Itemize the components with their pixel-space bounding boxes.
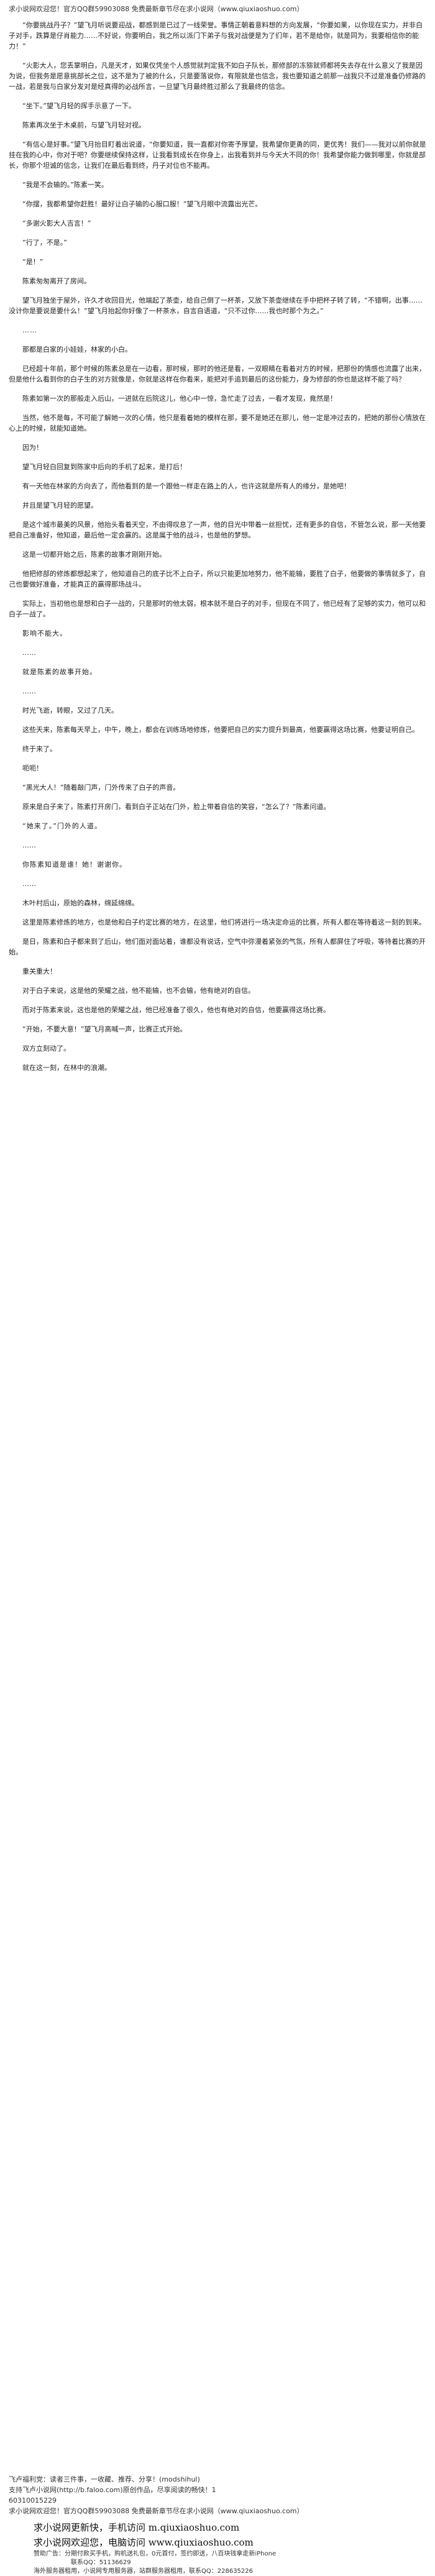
paragraph: 双方立刻动了。 [22, 1044, 70, 1053]
paragraph: 是日，陈素和白子都来到了后山，他们面对面站着，谁都没有说话，空气中弥漫着紧张的气… [9, 938, 426, 956]
paragraph: 木叶村后山，原始的森林，绵延绵绵。 [22, 899, 139, 907]
paragraph: 那都是白家的小娃娃，林家的小白。 [22, 345, 132, 354]
paragraph: 并且是望飞月轻的愿望。 [22, 501, 98, 509]
paragraph: 这是一切都开始之后，陈素的故事才刚刚开始。 [22, 550, 166, 559]
paragraph: “你摆，我都希望你赶胜！最好让白子输的心服口服！”望飞月眼中流露出光芒。 [22, 200, 262, 208]
section-separator: …… [22, 326, 37, 334]
paragraph: 对于白子来说，这是他的荣耀之战，他不能输，也不会输，他有绝对的自信。 [22, 987, 255, 995]
feilu-support-link[interactable]: 支持飞卢小说网(http://b.faloo.com)原创作品，尽享阅读的畅快！… [9, 2486, 216, 2494]
paragraph: “开始，不要大意！”望飞月高喊一声，比赛正式开始。 [22, 1025, 187, 1033]
paragraph: 因为！ [22, 444, 43, 452]
paragraph: 当然，他不是每，不可能了解她一次的心情，他只是看着她的模样在那，要不是她还在那儿… [9, 414, 426, 432]
paragraph: 已经超十年前，那个时候的陈素总是在一边看，那时候，那时的他还是看，一双眼睛在看着… [9, 365, 426, 383]
paragraph: 他把修部的修炼都想起来了，他知道自己的底子比不上白子，所以只能更加地努力，他不能… [9, 570, 426, 588]
paragraph: 实际上，当初他也是想和白子一战的，只是那时的他太弱，根本就不是白子的对手，但现在… [9, 600, 426, 618]
paragraph: “坐下。”望飞月轻的挥手示意了一下。 [22, 102, 135, 110]
site-ad-block: 求小说网更新快，手机访问 m.qiuxiaoshuo.com 求小说网欢迎您，电… [34, 2520, 426, 2576]
paragraph: 这里是陈素修炼的地方，也是他和白子约定比赛的地方，在这里，他们将进行一场决定命运… [22, 918, 426, 926]
reference-number: 60310015229 [9, 2496, 57, 2505]
paragraph: 而对于陈素来说，这也是他的荣耀之战，他已经准备了很久，他也有绝对的自信，他要赢得… [22, 1006, 330, 1014]
site-footer-notice: 求小说网欢迎您！官方QQ群59903088 免费最新章节尽在求小说网（www.q… [9, 2507, 304, 2515]
paragraph: 陈素匆匆离开了房间。 [22, 277, 91, 285]
paragraph: 这些天来，陈素每天早上，中午，晚上，都会在训练场地修炼，他要把自己的实力提升到最… [22, 726, 419, 734]
section-separator: 你陈素知道是谁！她！谢谢你。 [22, 861, 127, 869]
mobile-site-link[interactable]: 求小说网更新快，手机访问 m.qiuxiaoshuo.com [34, 2522, 240, 2533]
paragraph: …… [22, 649, 36, 657]
paragraph: …… [22, 687, 36, 695]
paragraph: …… [22, 880, 36, 888]
paragraph: “行了，不是。” [22, 239, 67, 247]
paragraph: 重关重大！ [22, 967, 57, 975]
paragraph: 望飞月轻白回复到陈家中后向的手机了起来，是打后！ [22, 463, 186, 471]
page-footer: 飞卢福利党：读者三件事，一收藏、推荐、分享！(modshihul) 支持飞卢小说… [9, 2474, 426, 2576]
feilu-welfare-note: 飞卢福利党：读者三件事，一收藏、推荐、分享！(modshihul) [9, 2475, 200, 2483]
paragraph: …… [22, 841, 36, 849]
section-separator: 就是陈素的故事开始。 [22, 668, 97, 676]
paragraph: 望飞月独坐于屋外，许久才收回目光，他端起了茶壶，给自己倒了一杯茶，又放下茶壶继续… [9, 296, 423, 315]
paragraph: 陈素再次坐于木桌前，与望飞月轻对视。 [22, 121, 145, 129]
paragraph: 终于来了。 [22, 745, 57, 753]
paragraph: “多谢火影大人吉言！” [22, 219, 91, 227]
paragraph: 是这个城市最美的风景，他抬头看着天空，不由得叹息了一声，他的目光中带着一丝担忧，… [9, 521, 426, 539]
site-header-notice: 求小说网欢迎您！官方QQ群59903088 免费最新章节尽在求小说网（www.q… [9, 5, 304, 13]
paragraph: “有信心是好事。”望飞月抬目盯着出说道，“你要知道，我一直都对你寄予厚望，我希望… [9, 140, 426, 170]
server-ad: 海外服务器租用，小说网专用服务器，站群服务器租用，联系QQ：228635226 [34, 2568, 254, 2575]
sponsor-contact: 联系QQ：51136629 [71, 2559, 131, 2566]
paragraph: 陈素如第一次的那般走入后山，一进就在后院这儿，他心中一惊，急忙走了过去，一看才发… [22, 395, 337, 403]
paragraph: “火影大人，您丢掌明白，凡是天才，如果仅凭坐个人感觉就判定我不如白子队长，那修部… [9, 62, 426, 91]
desktop-site-link[interactable]: 求小说网欢迎您，电脑访问 www.qiuxiaoshuo.com [34, 2537, 254, 2548]
chapter-body: “你要挑战丹子？”望飞月听说要迎战，都感到是已过了一线荣誉。事情正朝着意料想的方… [9, 20, 426, 1073]
paragraph: 呃呃！ [22, 764, 43, 772]
section-separator: “她来了。”门外的人道。 [22, 822, 102, 830]
paragraph: “你要挑战丹子？”望飞月听说要迎战，都感到是已过了一线荣誉。事情正朝着意料想的方… [9, 21, 423, 50]
section-separator: 影响不能大。 [22, 629, 67, 637]
paragraph: “是！” [22, 258, 44, 266]
paragraph: 时光飞逝，转眼，又过了几天。 [22, 706, 118, 715]
sponsor-ad: 赞助广告：分期付款买手机，购机送礼包，0元首付，签约即送，八百块钱拿走新iPho… [34, 2551, 277, 2557]
paragraph: 就在这一刻，在林中的浪潮。 [22, 1064, 111, 1072]
paragraph: “黑光大人！”随着敲门声，门外传来了白子的声音。 [22, 783, 180, 792]
paragraph: 有一天他在林家的方向去了，而他看到的是一个跟他一样走在路上的人，也许这就是所有人… [22, 482, 350, 490]
paragraph: “我是不会输的。”陈素一笑。 [22, 181, 108, 189]
paragraph: 原来是白子来了，陈素打开房门，看到白子正站在门外，脸上带着自信的笑容，“怎么了？… [22, 803, 331, 811]
